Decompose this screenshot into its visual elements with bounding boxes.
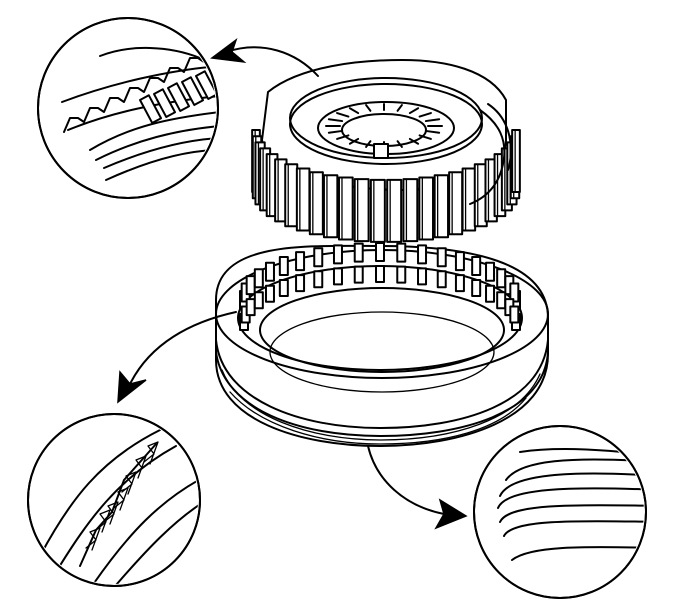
gear-tooth [461, 167, 477, 232]
gear-tooth [386, 178, 403, 243]
sleeve-tooth [332, 244, 343, 265]
damaged-tooth [131, 455, 147, 479]
hub-gear-teeth [251, 129, 521, 243]
sleeve-tooth [353, 242, 364, 263]
sleeve-tooth [264, 261, 275, 282]
spline-tooth [424, 129, 441, 134]
sleeve-tooth [353, 265, 364, 284]
sleeve-tooth [396, 242, 407, 263]
spline-tooth [336, 112, 350, 118]
spline-tooth [365, 104, 372, 112]
spline-tooth [418, 134, 432, 140]
spline-tooth [327, 129, 344, 134]
damaged-tooth [103, 501, 119, 525]
sleeve-tooth [375, 265, 385, 283]
sleeve-inner-teeth [239, 242, 521, 331]
gear-tooth [369, 178, 386, 243]
gear-tooth [353, 178, 370, 243]
callout-arrow-1 [210, 37, 319, 77]
gear-tooth [308, 171, 324, 236]
spline-tooth [418, 112, 432, 118]
tooth-profile-line [63, 57, 205, 133]
sleeve-tooth [471, 279, 482, 298]
gear-tooth [418, 176, 435, 241]
detail-sleeve-teeth [27, 413, 201, 587]
sleeve-tooth [396, 265, 407, 284]
sleeve-tooth [278, 279, 289, 298]
gear-tooth [322, 174, 339, 239]
sleeve-tooth [496, 291, 507, 310]
sleeve-tooth [454, 251, 465, 272]
sleeve-tooth [417, 267, 428, 286]
arrowhead-icon [434, 498, 468, 530]
sleeve-tooth [496, 268, 507, 289]
sleeve-tooth [509, 305, 520, 324]
detail-damaged-teeth [85, 441, 159, 551]
detail-tooth [181, 76, 205, 106]
gear-tooth [337, 176, 354, 241]
sleeve-tooth [245, 275, 256, 296]
spline-tooth [396, 104, 403, 112]
damaged-tooth [95, 509, 111, 533]
sleeve-tooth [485, 261, 496, 282]
sleeve-tooth [313, 270, 324, 289]
spline-tooth [327, 118, 344, 123]
detail-hub-teeth [37, 17, 219, 199]
detail-tooth [195, 70, 216, 100]
sleeve-tooth [245, 298, 256, 317]
arrowhead-icon [210, 37, 247, 64]
arrowhead-icon [117, 370, 147, 404]
sleeve-tooth [295, 251, 306, 272]
sleeve-tooth [436, 270, 447, 289]
gear-tooth [511, 129, 521, 193]
spline-tooth [348, 107, 360, 115]
damaged-tooth [113, 487, 129, 511]
sleeve-tooth [253, 291, 264, 310]
sleeve-tooth [436, 247, 447, 268]
damaged-tooth [143, 441, 159, 465]
gear-tooth [433, 174, 450, 239]
sleeve-tooth [295, 274, 306, 293]
spline-tooth [336, 134, 350, 140]
detail-tooth [139, 94, 163, 124]
sleeve-tooth [417, 244, 428, 265]
synchronizer-hub [251, 59, 521, 243]
gear-tooth [402, 178, 419, 243]
spline-tooth [424, 118, 441, 123]
detail-tooth [153, 88, 177, 118]
sleeve-tooth [375, 242, 385, 262]
spline-tooth [408, 107, 420, 115]
gear-tooth [448, 171, 464, 236]
sleeve-tooth [454, 274, 465, 293]
detail-tooth [167, 82, 191, 112]
sleeve-tooth [332, 267, 343, 286]
synchronizer-sleeve [215, 242, 549, 447]
sleeve-tooth [313, 247, 324, 268]
detail-sleeve-groove [473, 425, 647, 599]
gear-tooth [284, 163, 299, 228]
damaged-tooth [121, 471, 137, 495]
callout-arrow-2 [117, 311, 237, 404]
sleeve-tooth [471, 256, 482, 277]
sleeve-tooth [264, 284, 275, 303]
callout-arrow-3 [367, 445, 468, 530]
sleeve-tooth [278, 256, 289, 277]
gear-tooth [295, 167, 311, 232]
sleeve-tooth [485, 284, 496, 303]
damaged-tooth [85, 527, 101, 551]
sleeve-tooth [253, 268, 264, 289]
